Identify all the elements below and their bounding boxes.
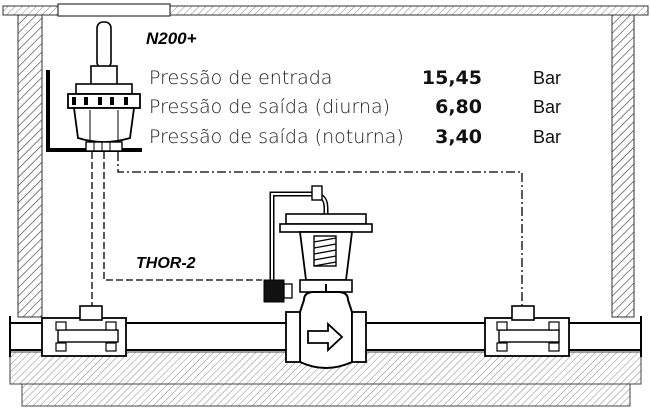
pressure-readings: Pressão de entrada 15,45 Bar Pressão de …	[149, 67, 561, 148]
controller-brand: N200+	[146, 29, 197, 48]
reading-unit-outlet-day: Bar	[533, 97, 561, 117]
reading-label-inlet: Pressão de entrada	[149, 67, 332, 89]
reading-label-outlet-day: Pressão de saída (diurna)	[149, 96, 390, 118]
controller-flange	[67, 93, 141, 109]
left-wall	[17, 14, 43, 318]
reading-value-inlet: 15,45	[422, 67, 482, 89]
inlet-pressure-sensor	[41, 305, 127, 357]
reading-unit-inlet: Bar	[533, 68, 561, 88]
controller-connectors	[85, 141, 123, 152]
reading-label-outlet-night: Pressão de saída (noturna)	[149, 126, 404, 148]
reading-value-outlet-day: 6,80	[435, 96, 482, 118]
reading-unit-outlet-night: Bar	[533, 127, 561, 147]
floor-base	[21, 383, 631, 407]
valve-brand: THOR-2	[136, 255, 196, 272]
outlet-pressure-sensor	[484, 305, 570, 357]
flow-arrow-icon	[307, 321, 344, 353]
controller-neck	[90, 65, 118, 87]
control-valve	[263, 185, 373, 369]
valve-outlet-flange	[351, 311, 367, 363]
controller-head	[75, 83, 133, 95]
cable-outlet-sensor	[117, 152, 523, 306]
controller-device	[67, 21, 141, 152]
valve-body	[299, 291, 353, 369]
cable-solenoid	[103, 152, 262, 281]
valve-inlet-flange	[285, 311, 301, 363]
controller-body	[72, 107, 136, 143]
actuator-cap	[285, 213, 367, 225]
reading-value-outlet-night: 3,40	[435, 126, 482, 148]
controller-antenna	[96, 21, 112, 69]
lid-opening	[57, 3, 171, 17]
top-slab	[2, 5, 649, 16]
solenoid-block	[263, 279, 285, 303]
signal-cables	[91, 152, 523, 310]
right-wall	[611, 14, 635, 318]
controller-bolts	[72, 97, 128, 105]
